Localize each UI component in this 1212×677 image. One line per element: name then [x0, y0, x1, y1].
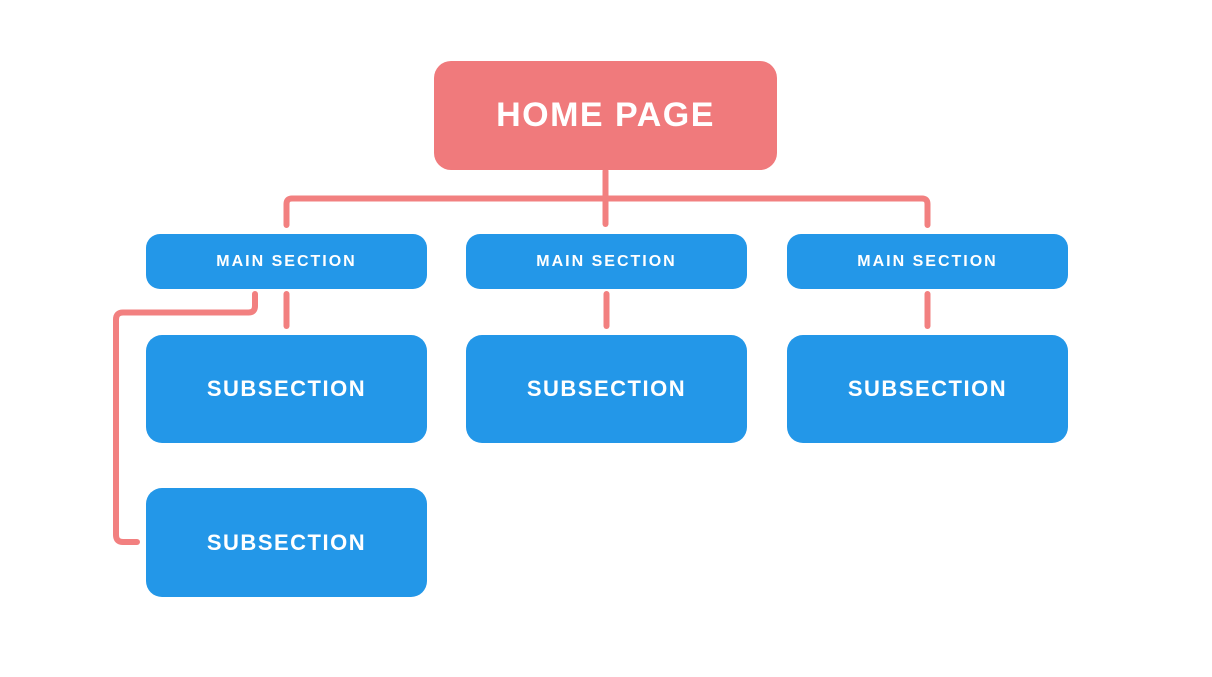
node-main-section-1-label: MAIN SECTION — [216, 252, 357, 270]
node-subsection-2-1: SUBSECTION — [466, 335, 747, 443]
connector-root-to-main-sections — [283, 195, 931, 228]
node-subsection-1-1-label: SUBSECTION — [206, 376, 367, 401]
node-main-section-1: MAIN SECTION — [146, 234, 427, 289]
node-subsection-3-1: SUBSECTION — [787, 335, 1068, 443]
node-main-section-3: MAIN SECTION — [787, 234, 1068, 289]
node-home-page-label: HOME PAGE — [496, 96, 715, 134]
node-subsection-2-1-label: SUBSECTION — [526, 376, 687, 401]
node-subsection-1-2: SUBSECTION — [146, 488, 427, 597]
node-main-section-2: MAIN SECTION — [466, 234, 747, 289]
node-subsection-3-1-label: SUBSECTION — [847, 376, 1008, 401]
node-main-section-3-label: MAIN SECTION — [857, 252, 998, 270]
node-subsection-1-1: SUBSECTION — [146, 335, 427, 443]
node-subsection-1-2-label: SUBSECTION — [206, 529, 367, 555]
node-main-section-2-label: MAIN SECTION — [536, 252, 677, 270]
connector-main1-to-sub4-elbow — [113, 291, 258, 545]
node-home-page: HOME PAGE — [434, 61, 777, 170]
